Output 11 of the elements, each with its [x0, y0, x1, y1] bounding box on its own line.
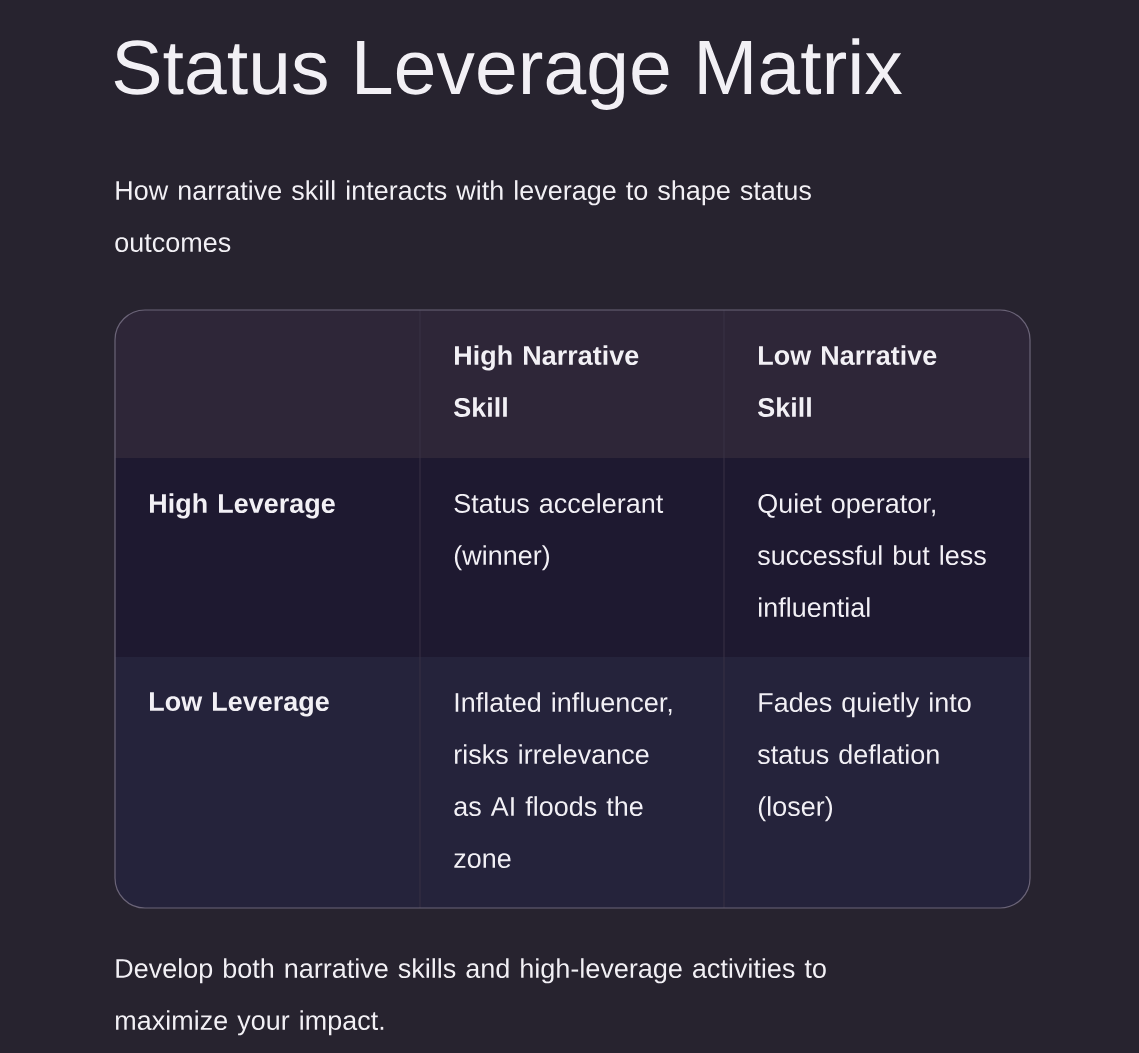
table-cell: Quiet operator, successful but less influential [724, 458, 1030, 657]
title: Status Leverage Matrix [114, 38, 902, 110]
column-header: High Narrative Skill [420, 310, 724, 458]
table-cell: Status accelerant (winner) [420, 458, 724, 657]
column-header: Low Narrative Skill [724, 310, 1030, 458]
footnote: Develop both narrative skills and high-leverage activities to maximize your impact. [116, 958, 826, 1036]
table-cell: Inflated influencer, risks irrelevance as AI floods the zone [420, 657, 724, 908]
row-header: High Leverage [115, 458, 420, 657]
subtitle: How narrative skill interacts with leverage to shape status outcomes [115, 180, 811, 252]
table-cell: Fades quietly into status deflation (loser) [724, 657, 1030, 908]
row-header: Low Leverage [115, 657, 420, 908]
